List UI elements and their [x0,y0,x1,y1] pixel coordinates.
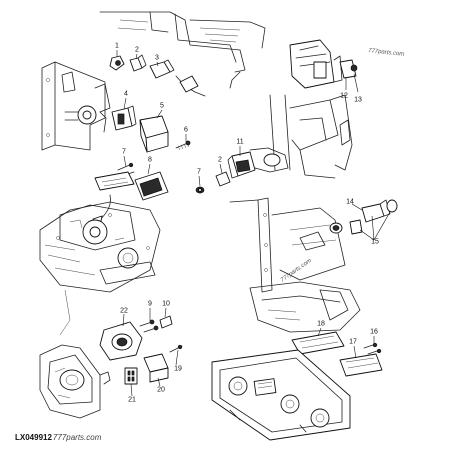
part-8-bracket [94,171,169,201]
callout-8: 8 [148,157,152,164]
watermark-mid: 777parts.com [280,258,313,284]
callout-12: 12 [340,93,348,100]
cab-roof [249,281,361,333]
callout-20: 20 [157,387,165,394]
footer-watermark: 777parts.com [52,433,102,442]
callout-14: 14 [346,199,354,206]
callout-labels: 1 2 3 4 5 6 7 8 11 7 2 12 13 14 15 9 10 … [115,43,379,404]
figure-code-caption: LX049912777parts.com [15,433,101,442]
part-2-socket-b [215,171,231,187]
figure-code: LX049912 [15,433,52,442]
part-20-relay [143,353,169,383]
part-7-screws [117,162,135,177]
console-assembly [39,201,161,336]
part-14-switch [361,199,398,223]
part-6-screw [175,140,191,151]
part-16-screws [363,342,382,355]
callout-21: 21 [128,397,136,404]
part-15-bezel [329,219,363,235]
callout-6: 6 [184,127,188,134]
callout-19: 19 [174,366,182,373]
callout-18: 18 [317,321,325,328]
callout-7b: 7 [197,169,201,176]
watermark-top: 777parts.com [368,48,405,58]
hvac-control-panel [211,349,351,441]
part-13-connector [339,59,358,79]
part-7-bulb-b [195,186,205,194]
callout-2: 2 [135,47,139,54]
part-17-connector [339,353,383,377]
part-19-screw [169,344,183,353]
leader-lines [116,50,391,397]
right-column [249,94,353,179]
part-10-sockets [159,315,173,329]
callout-17: 17 [349,339,357,346]
callout-11: 11 [236,139,243,146]
part-3-connector [149,59,206,97]
part-4-switch [111,105,137,131]
callout-3: 3 [155,55,159,62]
part-9-bulbs [139,319,159,333]
part-11-switch [227,151,256,179]
callout-1: 1 [115,43,119,50]
part-18-connector [291,331,345,355]
callout-15: 15 [371,239,379,246]
part-5-relay [139,115,169,153]
callout-7: 7 [122,149,126,156]
dash-frame-top [99,11,266,89]
callout-9: 9 [148,301,152,308]
left-bracket [41,61,111,151]
part-1-bulb [109,55,125,71]
part-22-switch [99,321,143,361]
right-cab-post [229,197,346,293]
part-12-module [289,39,343,89]
callout-13: 13 [354,97,362,104]
part-21-plug [124,367,138,385]
callout-10: 10 [162,301,170,308]
callout-5: 5 [160,103,164,110]
callout-22: 22 [120,308,128,315]
part-2-socket [129,54,147,72]
lower-left-module [39,344,111,419]
callout-16: 16 [370,329,378,336]
callout-4: 4 [124,91,128,98]
callout-2b: 2 [218,157,222,164]
